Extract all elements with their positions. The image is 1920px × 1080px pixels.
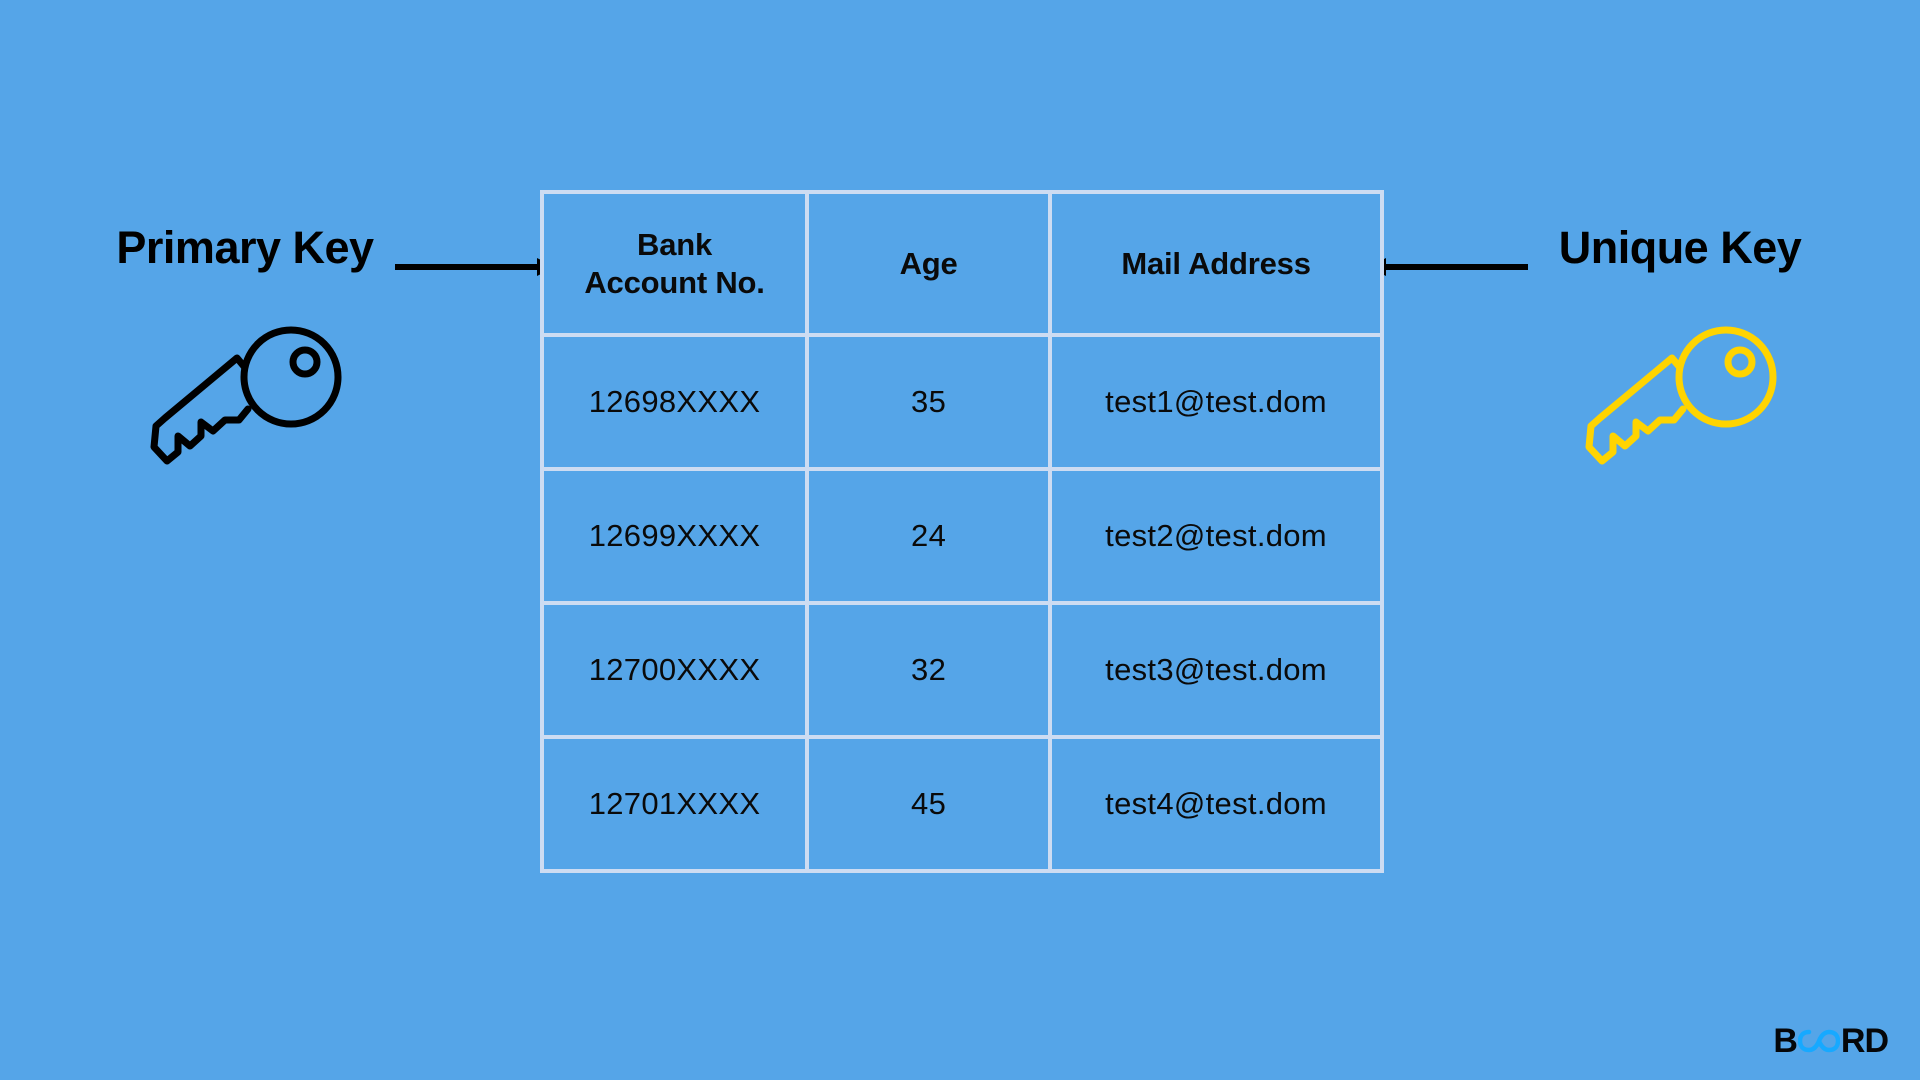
column-header-account-line2: Account No. — [584, 264, 765, 300]
cell-mail: test2@test.dom — [1048, 467, 1384, 605]
cell-age: 32 — [805, 601, 1053, 739]
key-icon-yellow-wrap — [1580, 325, 1780, 475]
cell-mail: test1@test.dom — [1048, 333, 1384, 471]
column-header-account-line1: Bank — [637, 226, 713, 262]
cell-age: 45 — [805, 735, 1053, 873]
logo-prefix: B — [1773, 1022, 1798, 1060]
cell-age: 24 — [805, 467, 1053, 605]
key-icon — [150, 326, 342, 465]
cell-mail: test4@test.dom — [1048, 735, 1384, 873]
table-row: 12698XXXX 35 test1@test.dom — [539, 333, 1384, 471]
cell-mail: test3@test.dom — [1048, 601, 1384, 739]
key-icon-black-wrap — [145, 325, 345, 475]
infinity-icon — [1797, 1028, 1840, 1054]
unique-key-label: Unique Key — [1558, 222, 1802, 273]
cell-age: 35 — [805, 333, 1053, 471]
table-row: 12700XXXX 32 test3@test.dom — [539, 601, 1384, 739]
unique-key-annotation: Unique Key — [1495, 225, 1865, 475]
column-header-account: Bank Account No. — [539, 190, 810, 337]
column-header-mail: Mail Address — [1048, 190, 1384, 337]
cell-account: 12698XXXX — [539, 333, 810, 471]
table-header-row: Bank Account No. Age Mail Address — [539, 190, 1384, 337]
arrow-left-icon — [1368, 252, 1528, 282]
cell-account: 12700XXXX — [539, 601, 810, 739]
table-row: 12701XXXX 45 test4@test.dom — [539, 735, 1384, 873]
arrow-right-icon — [395, 252, 555, 282]
column-header-age: Age — [805, 190, 1053, 337]
cell-account: 12701XXXX — [539, 735, 810, 873]
keys-table: Bank Account No. Age Mail Address 12698X… — [539, 190, 1384, 873]
board-logo: B RD — [1773, 1022, 1889, 1060]
cell-account: 12699XXXX — [539, 467, 810, 605]
primary-key-annotation: Primary Key — [60, 225, 430, 475]
key-icon — [1585, 326, 1777, 465]
logo-suffix: RD — [1840, 1022, 1889, 1060]
primary-key-label: Primary Key — [116, 222, 374, 273]
table-row: 12699XXXX 24 test2@test.dom — [539, 467, 1384, 605]
